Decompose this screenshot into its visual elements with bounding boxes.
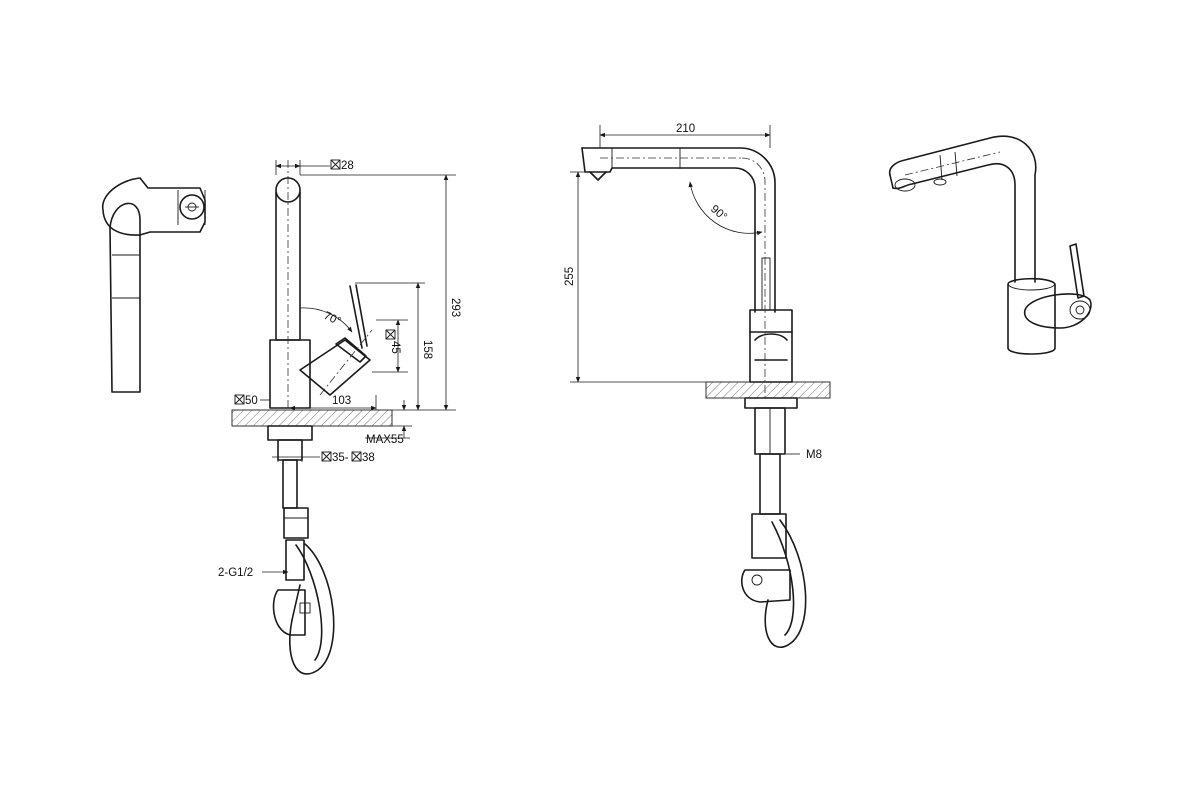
dim-255: 255 [564, 267, 576, 286]
dim-28: 28 [341, 160, 354, 172]
dim-103: 103 [332, 395, 351, 407]
angle-90: 90° [708, 203, 729, 223]
angle-70: 70° [322, 310, 343, 328]
dim-g12: 2-G1/2 [218, 567, 253, 579]
dim-50: 50 [245, 395, 258, 407]
dim-210: 210 [676, 123, 695, 135]
dim-38: 38 [362, 452, 375, 464]
side-view: 28 293 158 45 70° 50 103 [218, 159, 461, 675]
top-view [102, 177, 206, 393]
dim-45: 45 [389, 341, 401, 354]
dim-293: 293 [449, 298, 461, 317]
dim-m8: M8 [806, 449, 822, 461]
dim-max55: MAX55 [366, 434, 404, 446]
dim-35: 35- [332, 452, 349, 464]
front-view: 90° M8 210 255 [564, 123, 831, 648]
perspective-view [888, 135, 1092, 355]
dim-158: 158 [421, 340, 433, 359]
